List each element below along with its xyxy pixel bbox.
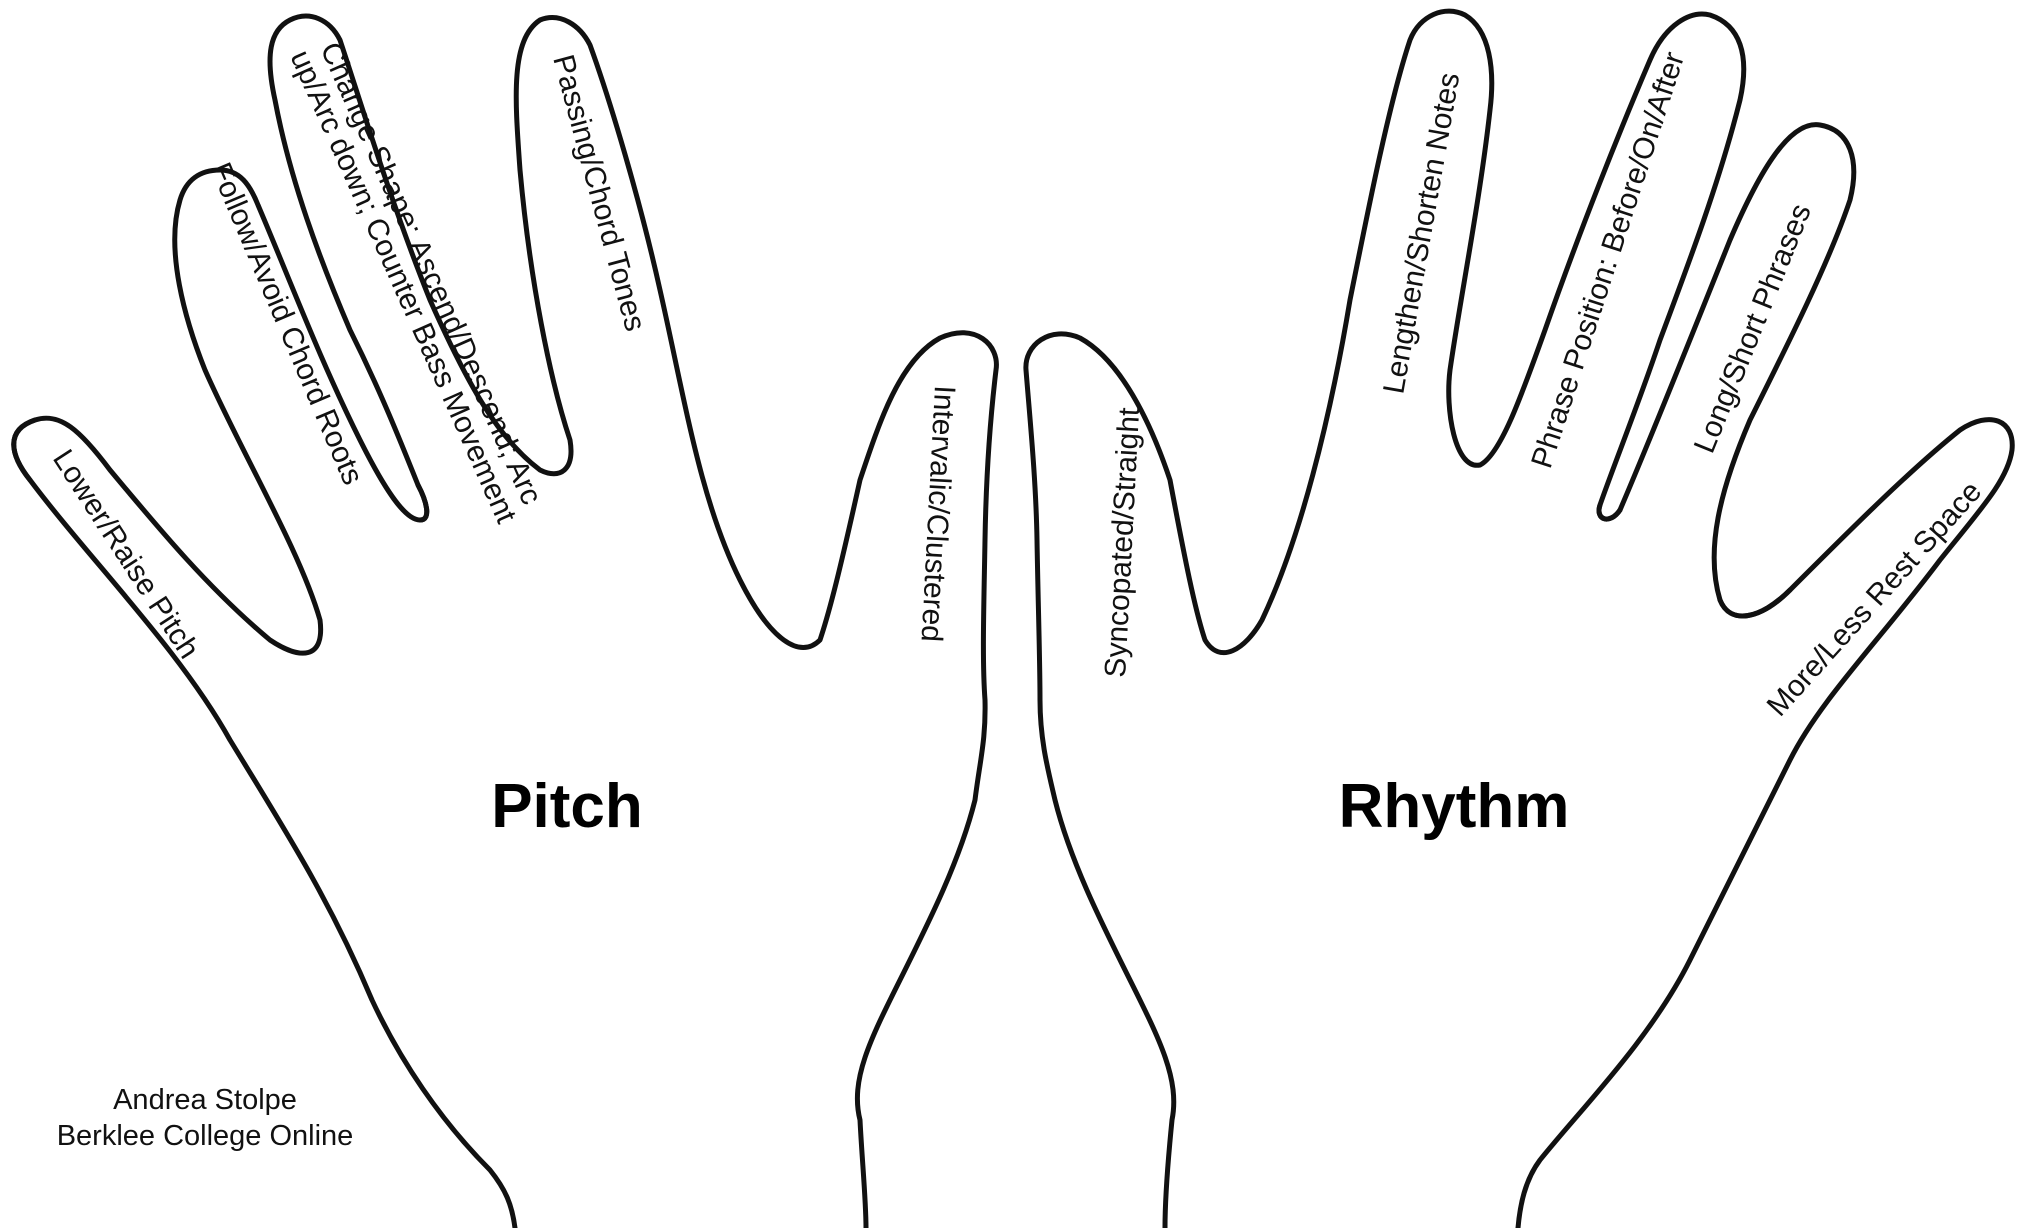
- right-gap-middle-ring: [1599, 505, 1620, 519]
- institution-name: Berklee College Online: [40, 1118, 370, 1154]
- left-ring-label: Follow/Avoid Chord Roots: [204, 158, 370, 490]
- right-pinky-label: More/Less Rest Space: [1761, 475, 1989, 723]
- left-middle-label-line2: up/Arc down; Counter Bass Movement: [284, 45, 523, 528]
- credit-block: Andrea Stolpe Berklee College Online: [40, 1082, 370, 1154]
- right-hand-title: Rhythm: [1339, 772, 1570, 841]
- left-hand-title: Pitch: [491, 772, 643, 841]
- left-gap-ring-middle: [418, 485, 427, 520]
- right-gap-ring-pinky: [1720, 590, 1790, 616]
- author-name: Andrea Stolpe: [40, 1082, 370, 1118]
- left-gap-pinky-ring: [14, 420, 35, 480]
- right-thumb-label: Syncopated/Straight: [1099, 406, 1146, 678]
- left-thumb-label: Intervalic/Clustered: [915, 385, 961, 643]
- right-middle-label: Phrase Position: Before/On/After: [1525, 48, 1691, 472]
